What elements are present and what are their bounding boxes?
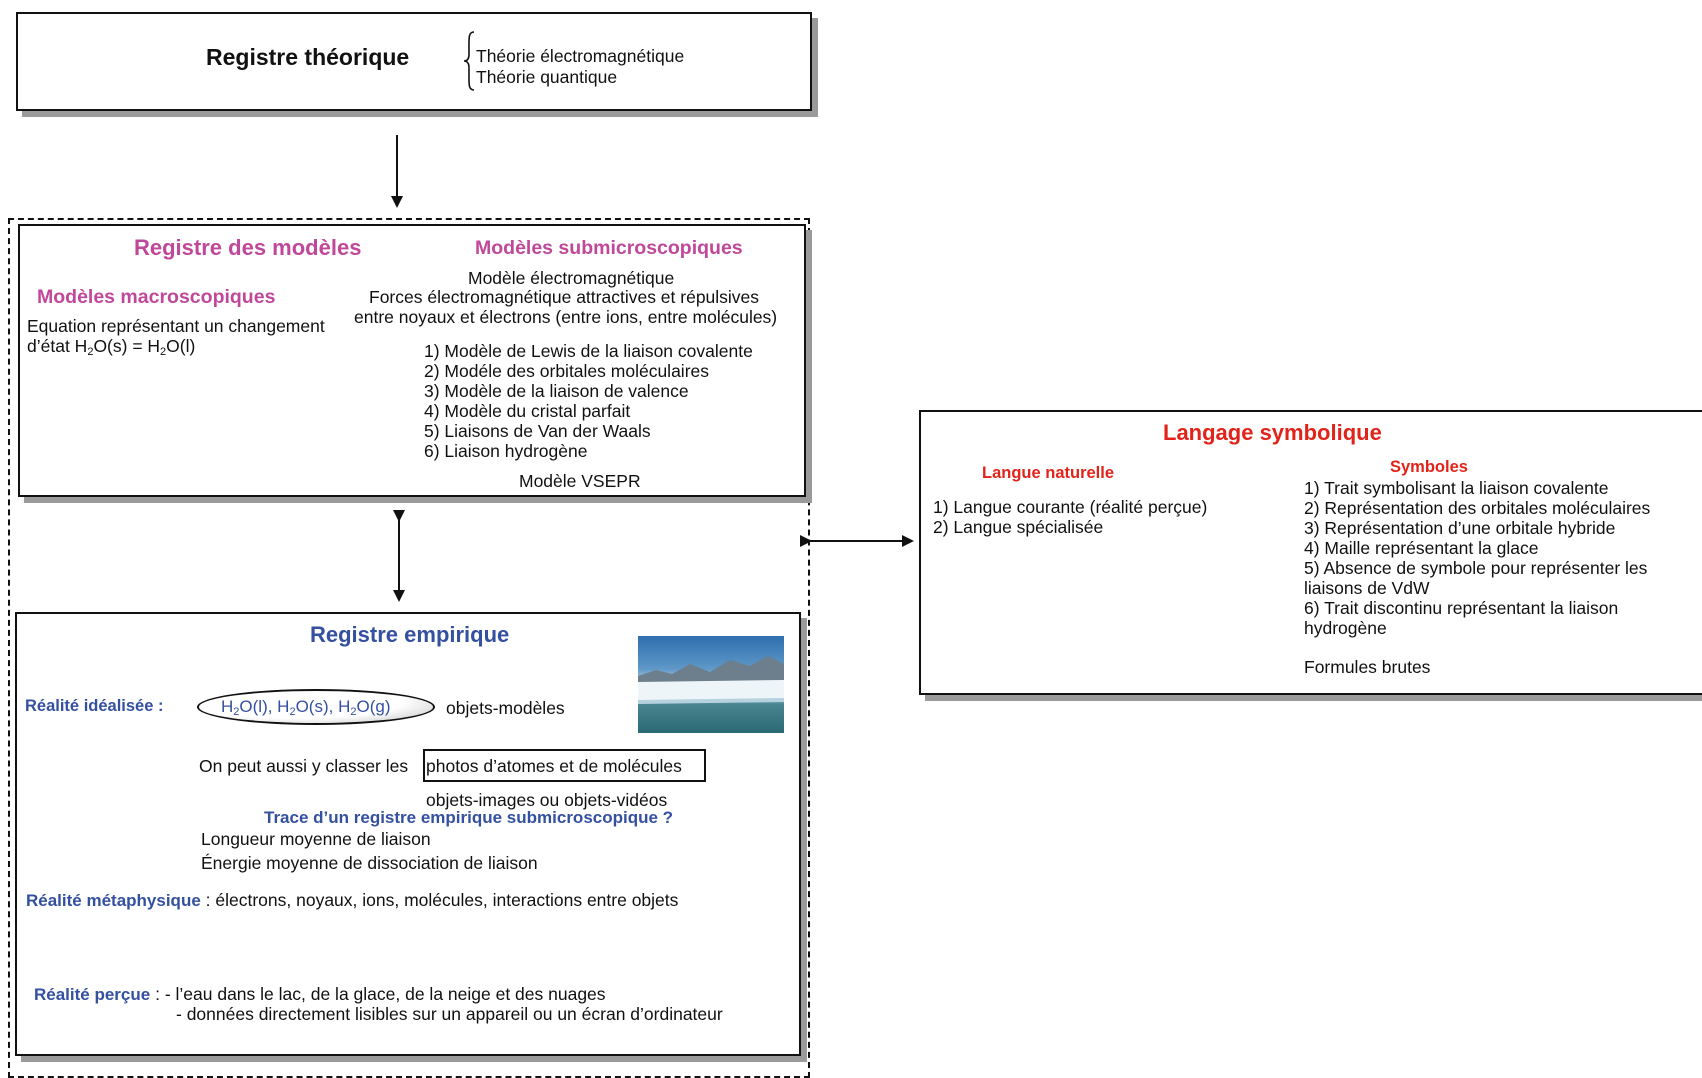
symbole-line: hydrogène [1304,618,1387,638]
vsepr-label: Modèle VSEPR [519,471,641,491]
realite-percue-line2: - données directement lisibles sur un ap… [176,1004,723,1024]
registre-theorique-title: Registre théorique [206,44,410,70]
longueur-label: Longueur moyenne de liaison [201,829,431,849]
langue-item: 2) Langue spécialisée [933,517,1104,537]
curly-brace-icon [463,31,475,91]
submicro-model-item: 3) Modèle de la liaison de valence [424,381,689,401]
submicro-line: Modèle électromagnétique [468,268,675,288]
langage-symbolique-title: Langage symbolique [1163,420,1382,445]
registre-empirique-box: Registre empirique Réalité idéalisée : H… [15,612,801,1056]
submicro-line: Forces électromagnétique attractives et … [369,287,760,307]
realite-percue-line: Réalité perçue : - l’eau dans le lac, de… [34,984,606,1004]
registre-modeles-box: Registre des modèles Modèles submicrosco… [18,224,806,497]
energie-label: Énergie moyenne de dissociation de liais… [201,853,538,873]
macro-equation: d’état H2O(s) = H2O(l) [27,336,196,358]
objets-images-label: objets-images ou objets-vidéos [426,790,668,810]
trace-label: Trace d’un registre empirique submicrosc… [264,808,674,827]
symbole-line: 6) Trait discontinu représentant la liai… [1304,598,1619,618]
glacier-photo [638,636,784,733]
formules-brutes-label: Formules brutes [1304,657,1431,677]
macro-line: Equation représentant un changement [27,316,325,336]
classer-text: On peut aussi y classer les [199,756,409,776]
submicro-model-item: 1) Modèle de Lewis de la liaison covalen… [424,341,753,361]
realite-metaphysique-label: Réalité métaphysique [26,891,201,910]
langue-naturelle-title: Langue naturelle [982,464,1115,482]
submicro-model-item: 5) Liaisons de Van der Waals [424,421,651,441]
submicro-model-item: 6) Liaison hydrogène [424,441,588,461]
langage-symbolique-box: Langage symbolique Langue naturelle Symb… [919,410,1702,695]
submicro-model-item: 4) Modèle du cristal parfait [424,401,631,421]
symbole-line: 3) Représentation d’une orbitale hybride [1304,518,1616,538]
symbole-line: 2) Représentation des orbitales molécula… [1304,498,1651,518]
symbole-line: 1) Trait symbolisant la liaison covalent… [1304,478,1609,498]
symboles-title: Symboles [1390,458,1468,476]
objets-modeles-label: objets-modèles [446,698,565,718]
photos-boxed-text [423,749,706,782]
symbole-line: liaisons de VdW [1304,578,1430,598]
photos-label: photos d’atomes et de molécules [426,756,682,776]
theorie-item: Théorie électromagnétique [476,46,685,66]
symbole-line: 5) Absence de symbole pour représenter l… [1304,558,1648,578]
realite-percue-label: Réalité perçue [34,985,151,1004]
registre-modeles-title: Registre des modèles [134,235,362,260]
ideal-objects-ellipse [197,689,435,725]
registre-empirique-title: Registre empirique [310,622,510,647]
modeles-macro-title: Modèles macroscopiques [37,286,276,308]
registre-theorique-box: Registre théorique Théorie électromagnét… [16,12,812,111]
langue-item: 1) Langue courante (réalité perçue) [933,497,1208,517]
realite-metaphysique-line: Réalité métaphysique : électrons, noyaux… [26,890,679,910]
realite-idealisee-label: Réalité idéalisée : [25,697,164,715]
ellipse-formulas: H2O(l), H2O(s), H2O(g) [221,697,391,718]
modeles-submicro-title: Modèles submicroscopiques [475,237,743,259]
submicro-model-item: 2) Modéle des orbitales moléculaires [424,361,709,381]
symbole-line: 4) Maille représentant la glace [1304,538,1539,558]
submicro-line: entre noyaux et électrons (entre ions, e… [354,307,778,327]
theorie-item: Théorie quantique [476,67,618,87]
